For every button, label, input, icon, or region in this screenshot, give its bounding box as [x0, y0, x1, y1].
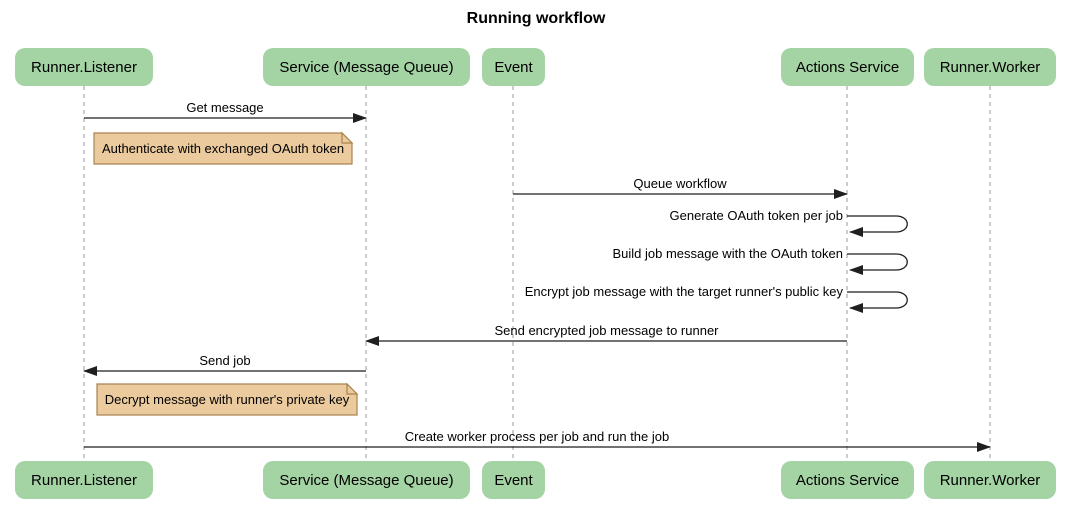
- message-label-create-worker-process: Create worker process per job and run th…: [404, 429, 670, 444]
- note-fold-icon: [346, 382, 359, 395]
- note-authenticate: Authenticate with exchanged OAuth token: [101, 141, 345, 156]
- message-label-get-message: Get message: [186, 100, 264, 115]
- note-decrypt: Decrypt message with runner's private ke…: [104, 392, 350, 407]
- note-box-decrypt: [96, 383, 358, 416]
- actor-top-event: Event: [482, 48, 545, 86]
- message-arrows: [83, 113, 991, 452]
- diagram-title: Running workflow: [466, 10, 606, 27]
- lifelines: [83, 86, 991, 461]
- message-label-send-job: Send job: [199, 353, 251, 368]
- actor-label: Runner.Worker: [939, 58, 1041, 76]
- actor-label: Event: [494, 471, 533, 489]
- arrow-self-encrypt-job-message: [847, 291, 908, 313]
- actor-label: Event: [494, 58, 533, 76]
- actor-label: Actions Service: [795, 58, 900, 76]
- actor-top-actions-service: Actions Service: [781, 48, 914, 86]
- actor-label: Runner.Worker: [939, 471, 1041, 489]
- actor-label: Runner.Listener: [31, 471, 137, 489]
- arrow-self-generate-oauth-token: [847, 215, 908, 237]
- actor-bottom-service-message-queue: Service (Message Queue): [263, 461, 470, 499]
- message-label-send-encrypted-job-message: Send encrypted job message to runner: [494, 323, 719, 338]
- actor-label: Runner.Listener: [31, 58, 137, 76]
- actor-top-service-message-queue: Service (Message Queue): [263, 48, 470, 86]
- actor-bottom-runner-worker: Runner.Worker: [924, 461, 1056, 499]
- note-fold-icon: [341, 131, 354, 144]
- message-label-generate-oauth-token: Generate OAuth token per job: [669, 208, 843, 223]
- actor-bottom-runner-listener: Runner.Listener: [15, 461, 153, 499]
- actor-bottom-event: Event: [482, 461, 545, 499]
- actor-label: Actions Service: [795, 471, 900, 489]
- actor-label: Service (Message Queue): [279, 471, 454, 489]
- message-label-queue-workflow: Queue workflow: [633, 176, 727, 191]
- actor-bottom-actions-service: Actions Service: [781, 461, 914, 499]
- message-label-encrypt-job-message: Encrypt job message with the target runn…: [524, 284, 843, 299]
- actor-label: Service (Message Queue): [279, 58, 454, 76]
- message-label-build-job-message: Build job message with the OAuth token: [612, 246, 843, 261]
- actor-top-runner-listener: Runner.Listener: [15, 48, 153, 86]
- arrow-self-build-job-message: [847, 253, 908, 275]
- note-shapes: [93, 131, 359, 416]
- note-box-authenticate: [93, 132, 353, 165]
- actor-top-runner-worker: Runner.Worker: [924, 48, 1056, 86]
